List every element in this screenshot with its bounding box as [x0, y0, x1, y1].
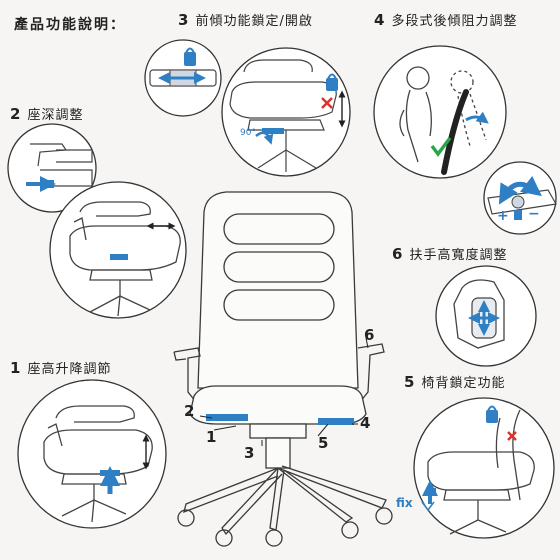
feature-number: 4 [374, 11, 386, 29]
tilt-lever [318, 418, 354, 425]
feature-text: 多段式後傾阻力調整 [391, 14, 518, 29]
feature-text: 座高升降調節 [27, 362, 112, 377]
person-head [406, 66, 430, 90]
backrest-profile [441, 89, 469, 175]
backrest-slot [223, 213, 335, 245]
angle-label: 90° [240, 128, 256, 138]
tilt-mechanism [249, 423, 307, 439]
detail-circle-seat-depth [49, 181, 187, 319]
callout-1: 1 [206, 428, 217, 446]
check-icon [430, 136, 452, 157]
feature-5-label: 5 椅背鎖定功能 [404, 372, 505, 391]
feature-text: 椅背鎖定功能 [421, 376, 506, 391]
feature-number: 1 [10, 359, 22, 377]
left-armrest [173, 347, 201, 403]
office-chair [173, 191, 393, 547]
detail-circle-seat-depth-lever [7, 123, 97, 213]
feature-6-label: 6 扶手高寬度調整 [392, 244, 507, 263]
feature-2-label: 2 座深調整 [10, 104, 83, 123]
star-base [183, 465, 387, 536]
seat-depth-lever [206, 414, 248, 421]
lock-icon [486, 410, 498, 423]
feature-text: 扶手高寬度調整 [409, 248, 508, 263]
detail-circle-tilt-mechanism [221, 47, 351, 177]
feature-3-label: 3 前傾功能鎖定/開啟 [178, 10, 313, 29]
right-armrest [357, 343, 385, 403]
feature-text: 座深調整 [27, 108, 84, 123]
fix-label: fix [396, 496, 413, 510]
detail-circle-backrest-lock [413, 397, 555, 539]
feature-4-label: 4 多段式後傾阻力調整 [374, 10, 517, 29]
lock-icon [326, 78, 338, 91]
lock-icon [184, 52, 196, 66]
callout-2: 2 [184, 402, 195, 420]
feature-number: 5 [404, 373, 416, 391]
caster-wheel [177, 509, 195, 527]
detail-circle-recline [373, 45, 507, 179]
callout-5: 5 [318, 434, 329, 452]
backrest-slot [223, 289, 335, 321]
detail-circle-tension-knob [483, 161, 557, 235]
caster-wheel [265, 529, 283, 547]
callout-6: 6 [364, 326, 375, 344]
detail-circle-forward-tilt-lock [144, 39, 222, 117]
minus-icon: − [528, 206, 540, 222]
detail-circle-seat-height [17, 379, 167, 529]
feature-number: 6 [392, 245, 404, 263]
gas-cylinder [265, 437, 291, 469]
caster-wheel [215, 529, 233, 547]
heading: 產品功能說明： [14, 17, 126, 33]
feature-number: 2 [10, 105, 22, 123]
backrest-slot [223, 251, 335, 283]
caster-wheel [375, 507, 393, 525]
feature-text: 前傾功能鎖定/開啟 [195, 14, 313, 29]
feature-1-label: 1 座高升降調節 [10, 358, 111, 377]
callout-leaders [199, 337, 369, 446]
feature-number: 3 [178, 11, 190, 29]
plus-icon: + [497, 208, 509, 224]
callout-3: 3 [244, 444, 255, 462]
callout-4: 4 [360, 414, 371, 432]
caster-wheel [341, 521, 359, 539]
detail-circle-armrest [435, 265, 537, 367]
